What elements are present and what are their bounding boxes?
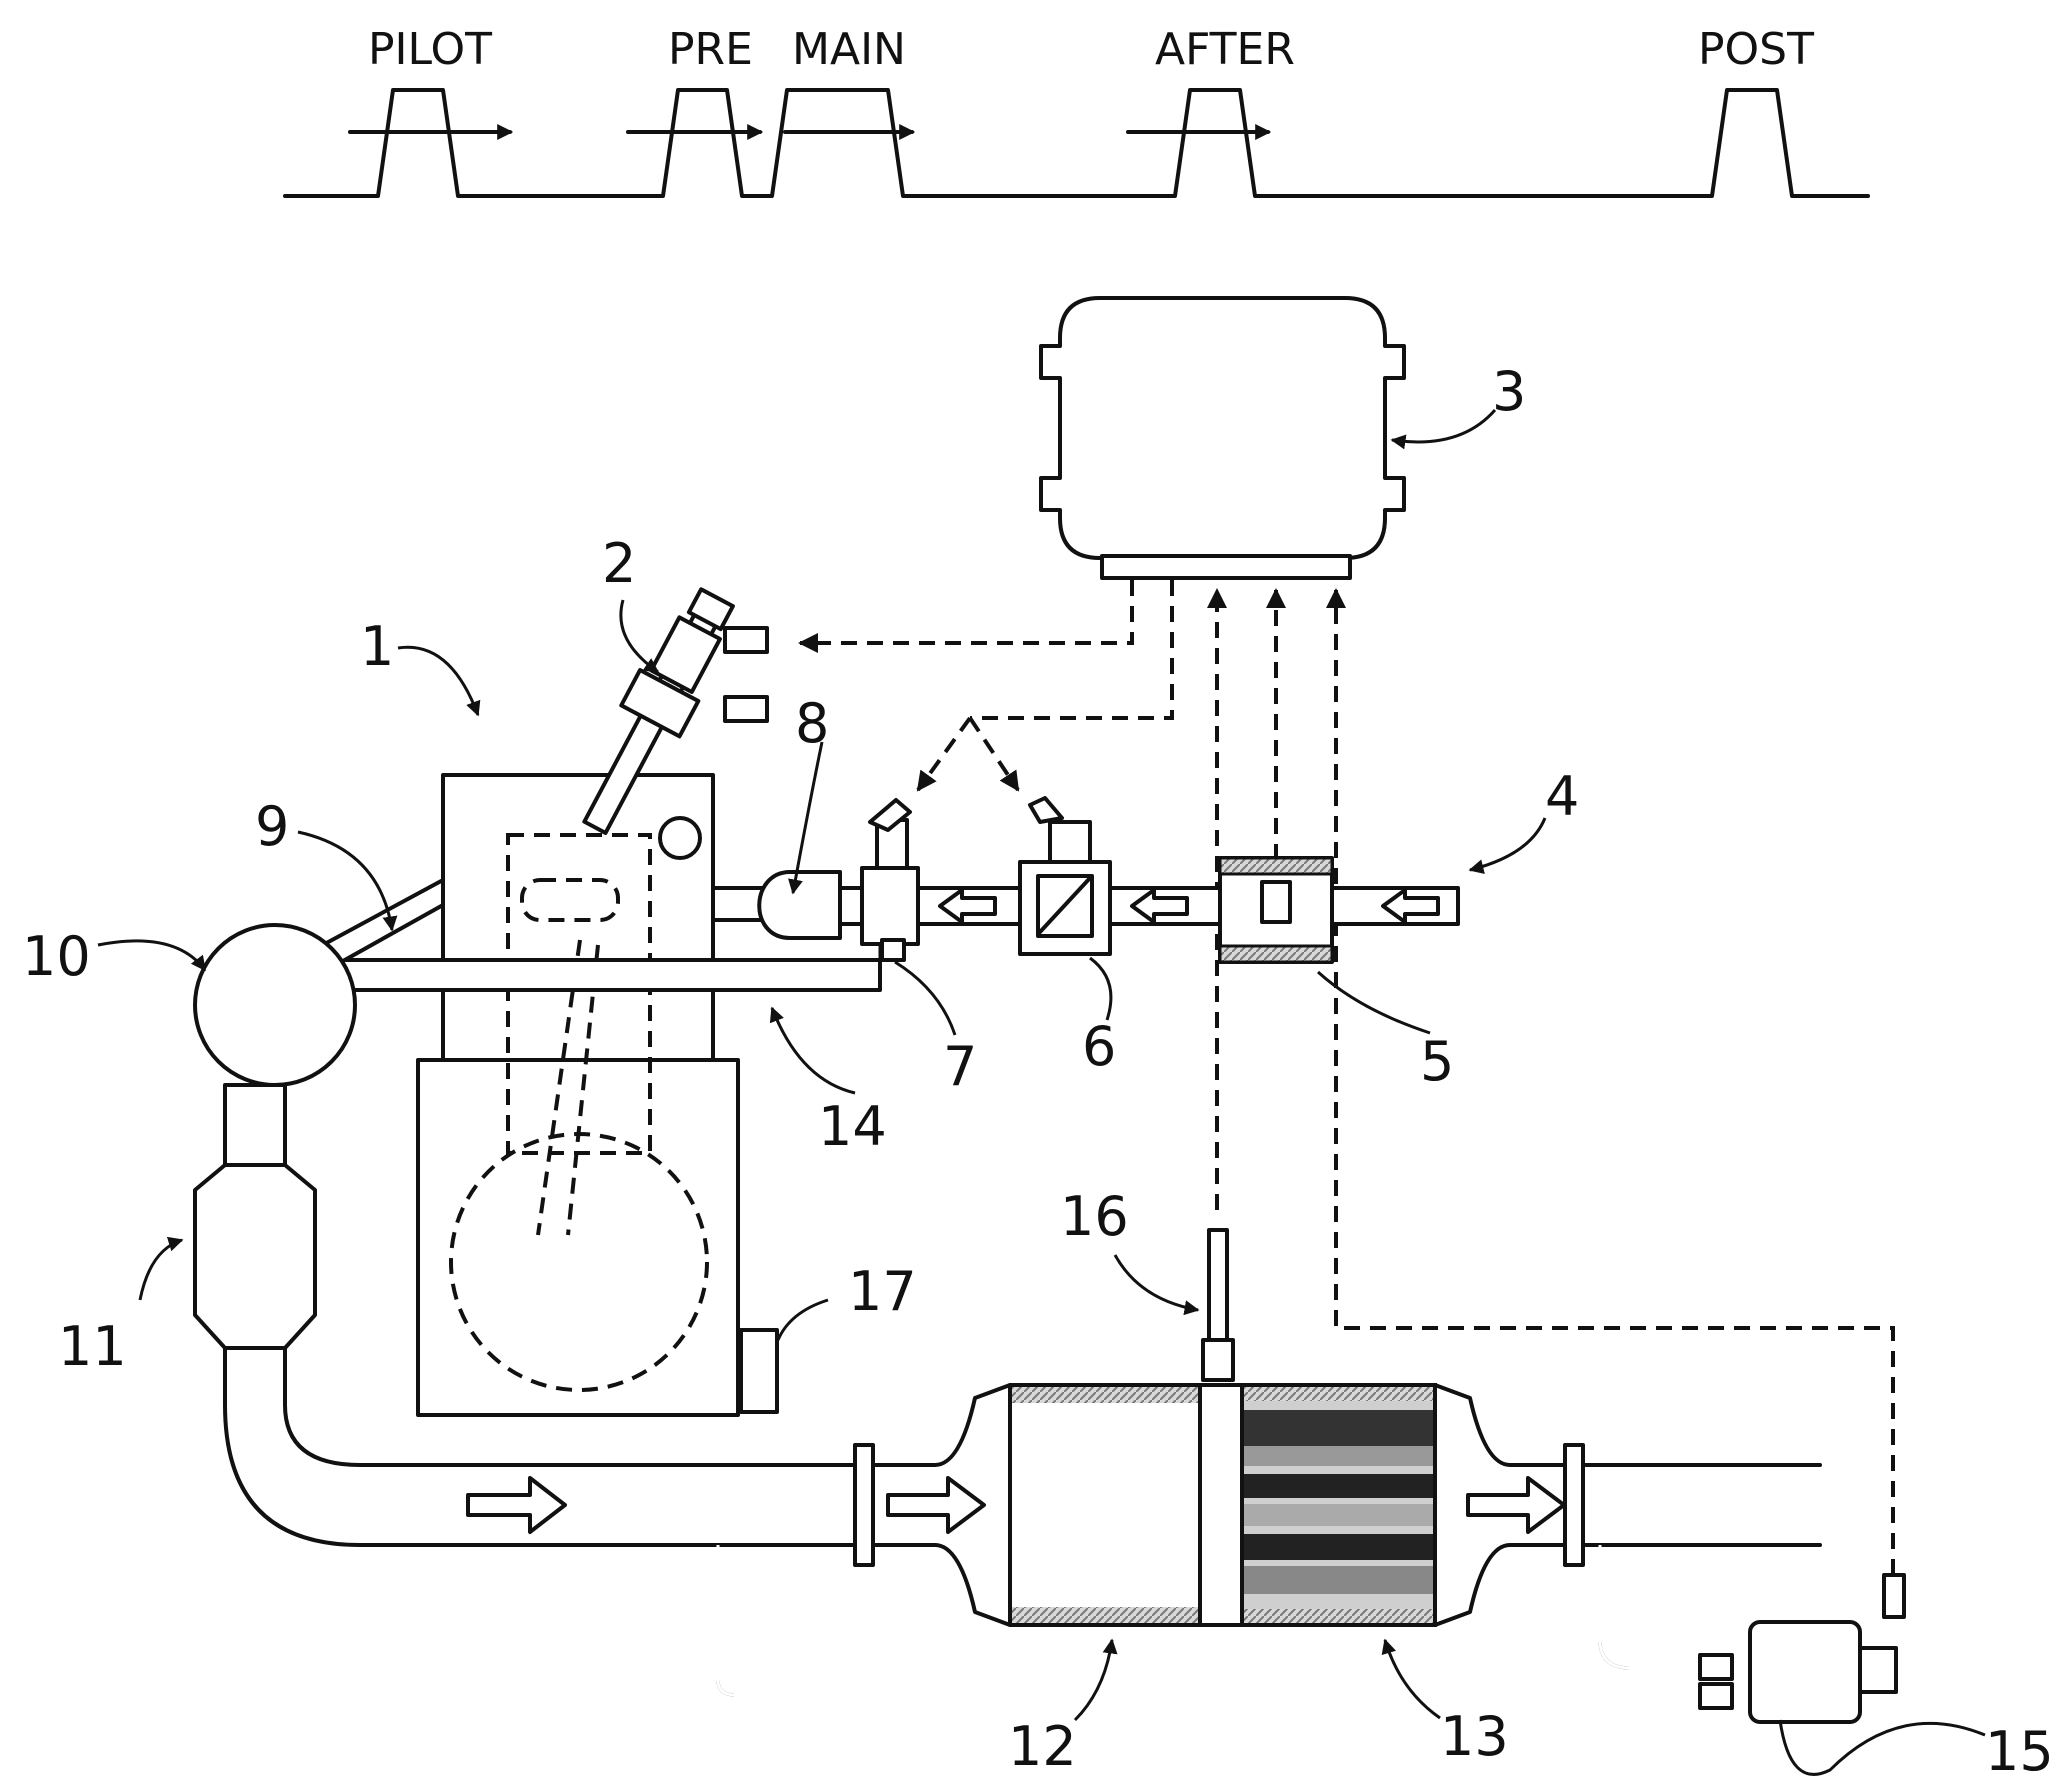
ref-1: 1	[360, 615, 394, 678]
pressure-sensor-plug	[1884, 1575, 1904, 1617]
pressure-line-downstream	[1600, 1545, 1700, 1668]
head-port-circle	[660, 818, 700, 858]
pre-label: PRE	[668, 24, 753, 75]
cylinder-head	[443, 775, 713, 960]
ref-9: 9	[255, 795, 289, 858]
main-label: MAIN	[792, 24, 906, 75]
scr-band-2	[1244, 1446, 1433, 1466]
ref-3: 3	[1492, 360, 1526, 423]
after-label: AFTER	[1155, 24, 1295, 75]
throttle-valve	[1020, 798, 1110, 954]
air-flow-meter	[1220, 858, 1332, 962]
scr-hatch-top	[1244, 1387, 1433, 1401]
temperature-sensor-16	[1209, 1230, 1227, 1340]
valve-control-signal	[970, 580, 1172, 718]
inlet-flange	[855, 1445, 873, 1565]
pressure-sensor-connector	[1860, 1648, 1896, 1692]
pilot-label: PILOT	[368, 24, 492, 75]
turbo-outlet-pipe	[225, 1085, 285, 1165]
temperature-sensor-16-nut	[1203, 1340, 1233, 1380]
turbocharger	[195, 925, 355, 1085]
scr-band-4	[1244, 1504, 1433, 1526]
injector-connector-top	[725, 628, 767, 652]
dpf-segment	[1010, 1385, 1200, 1625]
scr-band-1	[1244, 1410, 1433, 1446]
egr-valve-signal	[918, 718, 970, 790]
ref-13: 13	[1440, 1705, 1509, 1768]
scr-band-3	[1244, 1474, 1433, 1498]
injector-connector-bottom	[725, 697, 767, 721]
ref-7: 7	[943, 1035, 977, 1098]
injector-control-signal	[800, 580, 1132, 643]
ref-5: 5	[1420, 1030, 1454, 1093]
post-label: POST	[1698, 24, 1814, 75]
aftertreatment-canister	[873, 1385, 1565, 1625]
scr-band-5	[1244, 1534, 1433, 1560]
scr-hatch-bottom	[1244, 1609, 1433, 1623]
injection-timing-trace	[285, 90, 1868, 196]
engine	[418, 775, 777, 1415]
control-unit-connector	[1102, 556, 1350, 578]
ref-10: 10	[22, 925, 91, 988]
ref-2: 2	[602, 532, 636, 595]
ref-6: 6	[1082, 1015, 1116, 1078]
crankcase	[418, 1060, 738, 1415]
ref-17: 17	[848, 1260, 917, 1323]
oxidation-catalyst	[195, 1165, 315, 1348]
scr-band-6	[1244, 1566, 1433, 1594]
dpf-hatch-top	[1012, 1387, 1198, 1403]
throttle-signal	[970, 718, 1018, 790]
ref-15: 15	[1985, 1720, 2054, 1783]
egr-valve	[862, 800, 918, 960]
ref-12: 12	[1008, 1715, 1077, 1778]
ref-14: 14	[818, 1095, 887, 1158]
ref-11: 11	[58, 1315, 127, 1378]
injection-timing-chart: PILOT PRE MAIN AFTER POST	[285, 24, 1868, 196]
pressure-port-bottom	[1700, 1684, 1732, 1708]
ref-4: 4	[1545, 765, 1579, 828]
dpf-hatch-bottom	[1012, 1607, 1198, 1623]
ref-8: 8	[795, 692, 829, 755]
sensor-17	[741, 1330, 777, 1412]
pressure-port-top	[1700, 1655, 1732, 1679]
differential-pressure-sensor	[1750, 1622, 1860, 1722]
sensor-16-housing	[1200, 1385, 1242, 1625]
control-unit	[1041, 298, 1404, 578]
ref-16: 16	[1060, 1185, 1129, 1248]
outlet-flange	[1565, 1445, 1583, 1565]
